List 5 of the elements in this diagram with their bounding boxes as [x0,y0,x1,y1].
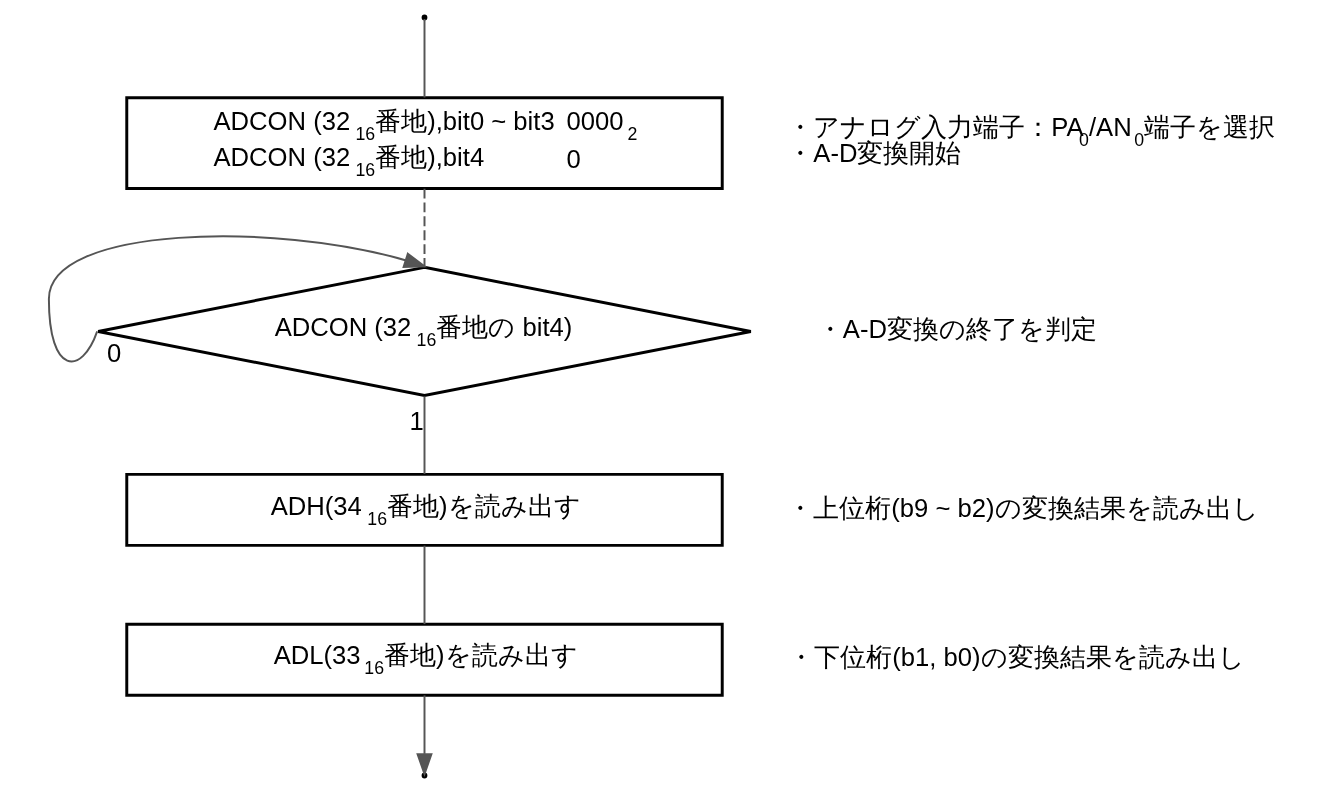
node-label: ・上位桁(b9 ~ b2)の変換結果を読み出し [787,493,1259,522]
edge-label: 0 [107,338,122,367]
node-label: ・A-D変換の終了を判定 [816,315,1098,344]
edge-label: 1 [409,406,424,435]
node-label: ・下位桁(b1, b0)の変換結果を読み出し [788,643,1245,672]
